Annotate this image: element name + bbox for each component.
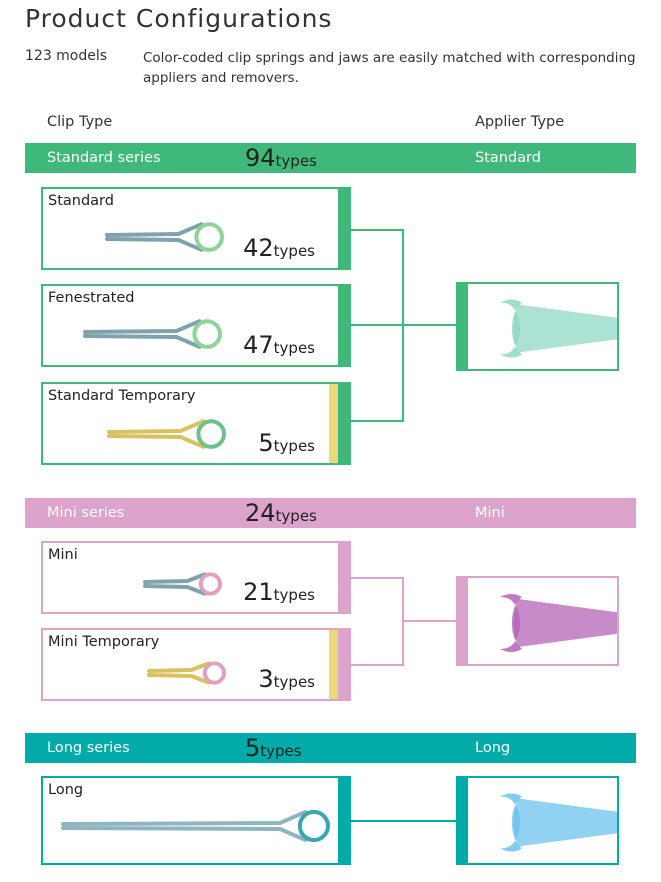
connector-line — [404, 620, 456, 622]
clip-count: 42types — [243, 234, 315, 262]
clip-count: 5types — [258, 429, 315, 457]
connector-line — [351, 820, 456, 822]
clip-label: Long — [48, 782, 84, 798]
description: Color-coded clip springs and jaws are ea… — [143, 50, 636, 86]
series-count: 94types — [245, 144, 317, 172]
color-bar — [338, 778, 349, 863]
color-bar — [338, 630, 349, 699]
color-bar — [458, 778, 468, 863]
clip-count: 47types — [243, 331, 315, 359]
color-bar — [338, 384, 349, 463]
long-series-band: Long series 5types Long — [25, 733, 636, 763]
applier-name: Long — [475, 740, 511, 756]
color-bar — [338, 543, 349, 612]
color-bar — [338, 189, 349, 268]
clip-image — [105, 222, 224, 252]
connector-line — [351, 664, 404, 666]
applier-long[interactable] — [456, 776, 619, 865]
connector-line — [351, 229, 404, 231]
mini-series-band: Mini series 24types Mini — [25, 498, 636, 528]
color-bar — [338, 286, 349, 365]
model-count: 123 models — [25, 48, 108, 64]
clip-image — [143, 572, 223, 596]
connector-line — [351, 420, 404, 422]
applier-image — [500, 594, 617, 652]
clip-card-long[interactable]: Long — [41, 776, 351, 865]
color-bar — [458, 284, 468, 369]
applier-mini[interactable] — [456, 576, 619, 666]
clip-image — [61, 809, 330, 843]
clip-card-standard-temporary[interactable]: Standard Temporary 5types — [41, 382, 351, 465]
applier-name: Mini — [475, 505, 505, 521]
connector-line — [402, 229, 404, 422]
applier-name: Standard — [475, 150, 541, 166]
applier-image — [500, 793, 617, 852]
clip-label: Mini Temporary — [48, 634, 160, 650]
applier-type-header: Applier Type — [475, 114, 565, 130]
series-name: Mini series — [47, 505, 125, 521]
applier-standard[interactable] — [456, 282, 619, 371]
temporary-color-bar — [329, 384, 338, 463]
clip-card-mini-temporary[interactable]: Mini Temporary 3types — [41, 628, 351, 701]
clip-card-mini[interactable]: Mini 21types — [41, 541, 351, 614]
clip-label: Fenestrated — [48, 290, 135, 306]
page-title: Product Configurations — [25, 4, 333, 33]
series-count: 24types — [245, 499, 317, 527]
connector-line — [351, 577, 404, 579]
series-name: Standard series — [47, 150, 161, 166]
standard-series-band: Standard series 94types Standard — [25, 143, 636, 173]
clip-label: Standard Temporary — [48, 388, 196, 404]
clip-card-fenestrated[interactable]: Fenestrated 47types — [41, 284, 351, 367]
clip-count: 21types — [243, 578, 315, 606]
clip-image — [83, 319, 222, 349]
color-bar — [458, 578, 468, 664]
clip-card-standard[interactable]: Standard 42types — [41, 187, 351, 270]
clip-count: 3types — [258, 665, 315, 693]
connector-line — [402, 577, 404, 666]
series-count: 5types — [245, 734, 302, 762]
clip-label: Standard — [48, 193, 114, 209]
temporary-color-bar — [329, 630, 338, 699]
clip-label: Mini — [48, 547, 78, 563]
series-name: Long series — [47, 740, 130, 756]
clip-image — [147, 661, 227, 685]
clip-image — [107, 419, 226, 449]
clip-type-header: Clip Type — [47, 114, 113, 130]
applier-image — [500, 299, 617, 358]
